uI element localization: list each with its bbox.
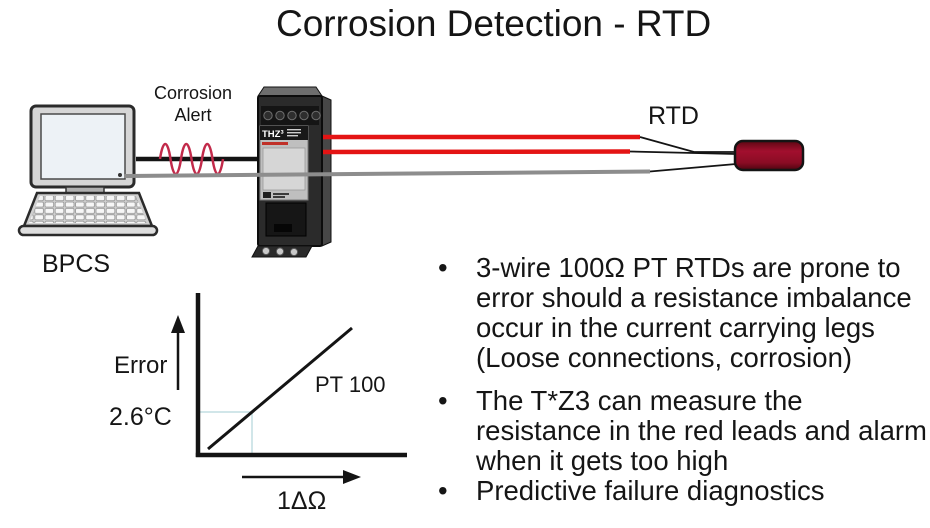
rtd-lead-bottom bbox=[649, 163, 737, 173]
device-label-panel: THZ³ bbox=[259, 125, 309, 201]
device-side bbox=[321, 95, 332, 247]
bullet-marker-icon: • bbox=[438, 385, 448, 416]
return-lead-gray bbox=[123, 169, 651, 178]
pt100-line bbox=[207, 326, 353, 451]
bullet-text: Predictive failure diagnostics bbox=[476, 475, 825, 506]
device-bottom-terminals bbox=[251, 245, 313, 258]
bullet-text: The T*Z3 can measure the resistance in t… bbox=[476, 385, 927, 476]
device-model-label: THZ³ bbox=[262, 129, 284, 140]
error-axis-arrow bbox=[171, 315, 185, 390]
device-brand-logo bbox=[263, 192, 289, 198]
red-lead-middle bbox=[322, 149, 631, 155]
device-red-stripe bbox=[262, 142, 288, 145]
bullet-list: • 3-wire 100Ω PT RTDs are prone to error… bbox=[438, 253, 930, 506]
laptop-port bbox=[118, 173, 122, 177]
page-title: Corrosion Detection - RTD bbox=[276, 3, 712, 44]
device-top bbox=[257, 86, 323, 97]
bullet-item: • Predictive failure diagnostics bbox=[438, 476, 930, 506]
bullet-marker-icon: • bbox=[438, 252, 448, 283]
error-axis-label: Error bbox=[114, 352, 168, 379]
bullet-item: • The T*Z3 can measure the resistance in… bbox=[438, 386, 930, 476]
delta-axis-label: 1ΔΩ bbox=[277, 487, 327, 515]
laptop-screen bbox=[40, 113, 126, 180]
laptop-keyboard bbox=[17, 191, 159, 237]
pt100-series-label: PT 100 bbox=[315, 372, 386, 397]
device-connector-notch bbox=[274, 224, 292, 232]
laptop-icon bbox=[17, 104, 159, 237]
alert-sine-wave-icon bbox=[158, 142, 225, 176]
transmitter-device: THZ³ bbox=[251, 86, 332, 258]
corrosion-alert-label: Corrosion Alert bbox=[153, 83, 233, 125]
rtd-lead-top bbox=[639, 136, 736, 153]
bpcs-label: BPCS bbox=[42, 250, 111, 278]
error-graph bbox=[171, 293, 407, 484]
rtd-sensor bbox=[733, 139, 805, 172]
device-top-terminals bbox=[261, 106, 321, 125]
rtd-label: RTD bbox=[648, 102, 699, 130]
bullet-text: 3-wire 100Ω PT RTDs are prone to error s… bbox=[476, 252, 912, 373]
bullet-item: • 3-wire 100Ω PT RTDs are prone to error… bbox=[438, 253, 930, 373]
rtd-lead-middle bbox=[629, 150, 737, 155]
delta-axis-arrow bbox=[242, 470, 361, 484]
bullet-marker-icon: • bbox=[438, 475, 448, 506]
threshold-label: 2.6°C bbox=[109, 403, 172, 431]
